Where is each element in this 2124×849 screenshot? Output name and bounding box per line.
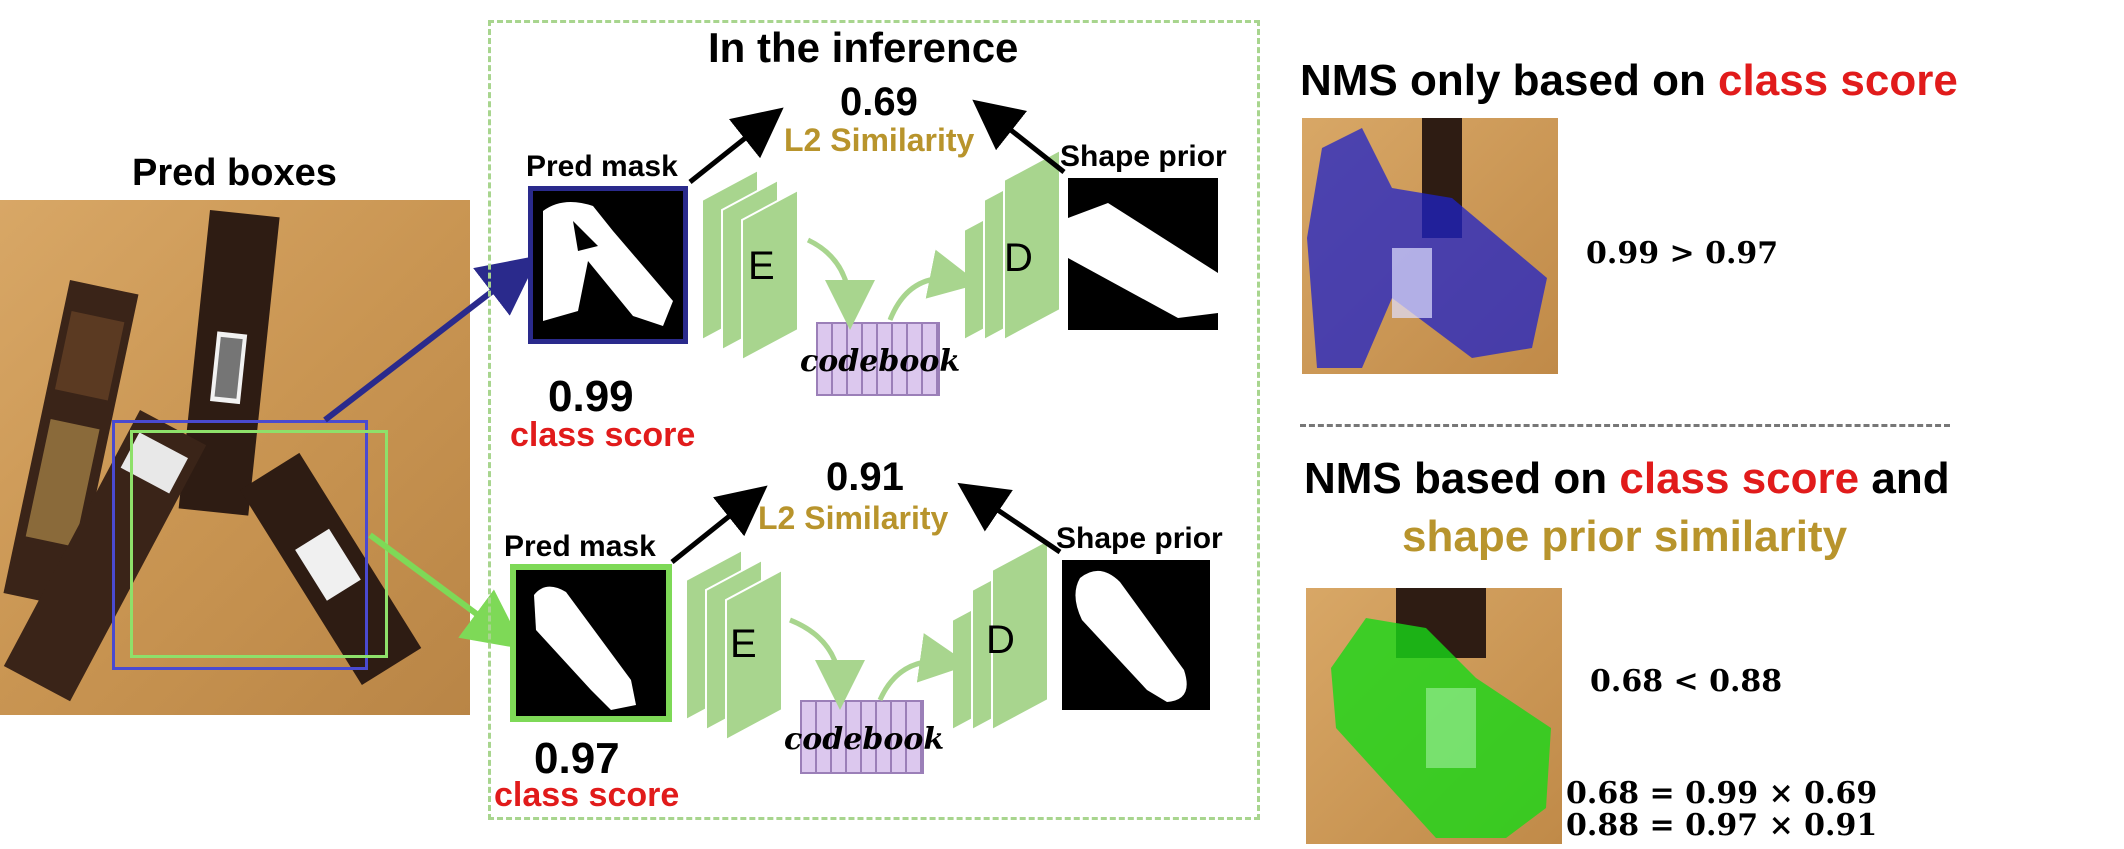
bottom-pred-mask-label: Pred mask — [504, 530, 656, 563]
blue-arrow — [323, 255, 540, 423]
top-decoder-icon — [963, 150, 1061, 342]
bottom-score-label: class score — [494, 776, 680, 814]
pred-boxes-image — [0, 200, 470, 715]
bottom-encoder-label: E — [730, 622, 757, 666]
section-divider — [1300, 424, 1950, 427]
bottom-shape-prior-shape — [1075, 570, 1187, 702]
top-encoder-icon — [701, 168, 799, 360]
bottom-decoder-icon — [951, 540, 1049, 732]
nms-bottom-formula-1: 0.68 = 0.99 × 0.69 — [1566, 776, 1878, 811]
nms-bottom-title-prefix: NMS based on — [1304, 454, 1620, 503]
nms-top-image — [1302, 118, 1558, 374]
nms-top-title: NMS only based on class score — [1300, 56, 1958, 106]
top-pred-mask-label: Pred mask — [526, 150, 678, 183]
top-similarity-value: 0.69 — [840, 80, 918, 124]
bottom-codebook-label: codebook — [784, 722, 945, 757]
top-decoder-label: D — [1004, 236, 1033, 280]
top-encoder-label: E — [748, 244, 775, 288]
top-shape-prior-label: Shape prior — [1060, 140, 1227, 173]
top-codebook-label: codebook — [800, 344, 961, 379]
top-pred-mask-image — [528, 186, 688, 344]
nms-bottom-title-line2: shape prior similarity — [1402, 512, 1848, 561]
nms-bottom-title: NMS based on class score and — [1304, 454, 1950, 504]
top-similarity-label: L2 Similarity — [784, 122, 975, 158]
nms-bottom-title-highlight: class score — [1619, 454, 1860, 503]
nms-top-mask-overlay — [1307, 118, 1547, 368]
top-shape-prior-image — [1068, 178, 1218, 330]
bottom-decoder-label: D — [986, 618, 1015, 662]
pred-boxes-title: Pred boxes — [132, 152, 337, 194]
bottom-similarity-value: 0.91 — [826, 455, 904, 499]
top-score-label: class score — [510, 416, 696, 454]
nms-bottom-comparison: 0.68 < 0.88 — [1590, 664, 1783, 699]
bottom-encoder-icon — [685, 548, 783, 740]
bottom-similarity-label: L2 Similarity — [758, 500, 949, 536]
nms-top-title-highlight: class score — [1718, 56, 1958, 105]
top-shape-prior-shape — [1068, 203, 1218, 318]
bottom-shape-prior-image — [1062, 560, 1210, 710]
pred-box-blue — [112, 420, 368, 670]
top-score-value: 0.99 — [548, 372, 634, 421]
nms-bottom-image — [1306, 588, 1562, 844]
nms-bottom-formula-2: 0.88 = 0.97 × 0.91 — [1566, 808, 1878, 843]
green-arrow — [368, 532, 525, 650]
bottom-shape-prior-label: Shape prior — [1056, 522, 1223, 555]
bottom-pred-mask-image — [510, 564, 672, 722]
inference-title: In the inference — [708, 24, 1019, 71]
bottom-score-value: 0.97 — [534, 734, 620, 783]
candy-bars-illustration — [3, 210, 422, 702]
top-pred-mask-shape — [543, 202, 673, 326]
nms-top-title-prefix: NMS only based on — [1300, 56, 1719, 105]
top-codebook — [816, 322, 940, 396]
bottom-pred-mask-shape — [534, 586, 636, 710]
inference-panel — [488, 20, 1260, 820]
nms-bottom-title-suffix: and — [1859, 454, 1950, 503]
nms-top-comparison: 0.99 > 0.97 — [1586, 236, 1779, 271]
nms-bottom-mask-overlay — [1331, 588, 1551, 838]
